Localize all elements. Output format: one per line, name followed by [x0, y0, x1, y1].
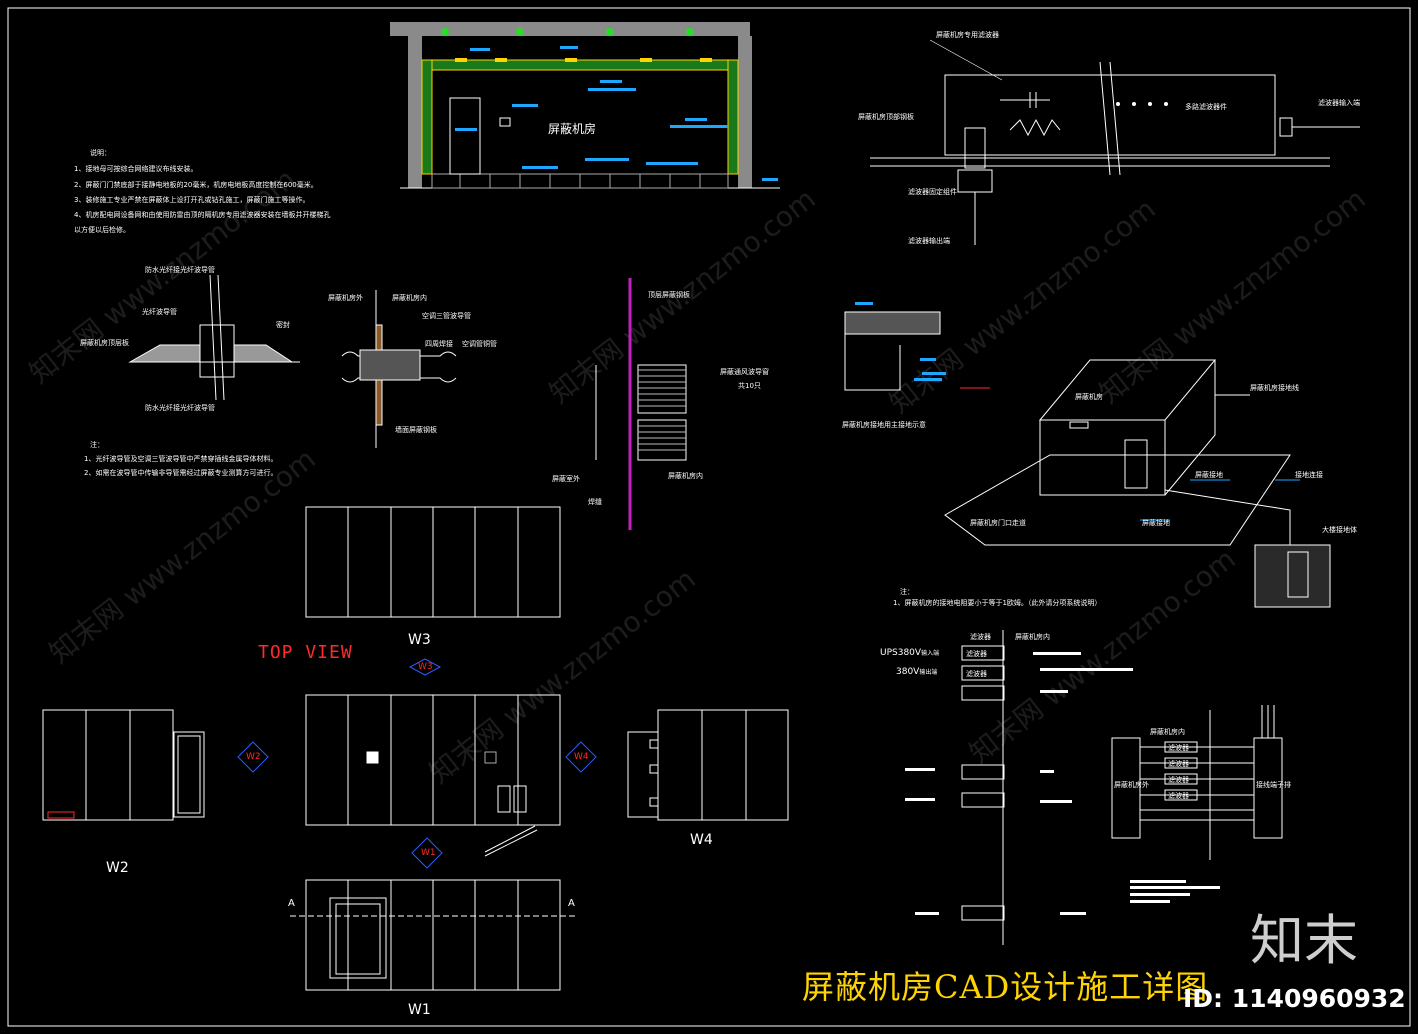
brand-logo: 知末	[1250, 909, 1358, 972]
note-line: 以方便以后检修。	[74, 226, 130, 234]
view-markers	[237, 658, 597, 869]
w2-elevation	[42, 709, 205, 821]
w4-label: W4	[690, 832, 713, 848]
ground-cable-label: 屏蔽接地	[1195, 471, 1223, 479]
ground-small-detail	[844, 302, 990, 391]
wiring-ups-sub: 输入端	[921, 650, 940, 657]
wiring-terminal-label: 接线端子排	[1256, 781, 1291, 789]
notes2-title: 注：	[90, 441, 104, 449]
w1-elevation	[290, 879, 575, 991]
vent-count-label: 共10只	[738, 382, 761, 390]
ground-note: 1、屏蔽机房的接地电阻要小于等于1欧姆。（此外请分项系统说明）	[893, 599, 1102, 607]
room-label: 屏蔽机房	[548, 122, 597, 136]
ground-earth-label: 大楼接地体	[1322, 526, 1357, 534]
room-section-view	[390, 22, 780, 189]
ground-caption: 屏蔽机房接地用主接地示意	[842, 421, 926, 429]
w3-label: W3	[408, 632, 431, 648]
filter-box-label: 屏蔽机房顶部钢板	[858, 113, 914, 121]
ground-note-label: 屏蔽机房接地线	[1250, 384, 1299, 392]
ac-plate-label: 墙面屏蔽钢板	[395, 426, 437, 434]
ac-flange-label: 四周焊接	[425, 340, 453, 348]
w3-elevation	[305, 506, 561, 618]
fiber-waveguide-detail	[128, 274, 300, 401]
drawing-title: 屏蔽机房CAD设计施工详图	[802, 968, 1209, 1006]
wiring-ups-text: UPS380V	[880, 648, 922, 658]
ac-waveguide-detail	[341, 290, 457, 448]
fiber-pipe-label: 光纤波导管	[142, 308, 177, 316]
fiber-top-label: 防水光纤接光纤波导管	[145, 266, 215, 274]
w1-marker-label: W1	[421, 848, 436, 858]
note-line: 2、屏蔽门门禁底部于接静电地板的20毫米，机房电地板高度控制在600毫米。	[74, 181, 318, 189]
w4-marker-label: W4	[574, 752, 589, 762]
w1-label: W1	[408, 1002, 431, 1018]
vent-weld-label: 焊缝	[588, 498, 602, 506]
vent-out-label: 屏蔽室外	[552, 475, 580, 483]
vent-window-detail	[595, 278, 687, 530]
note2-line: 2、如需在波导管中传输非导管需经过屏蔽专业测算方可进行。	[84, 469, 278, 477]
note-line: 4、机房配电网设备网和由使用防雷由顶的隔机房专用滤波器安装在墙板并开楼梯孔	[74, 211, 331, 219]
ground-note-title: 注：	[900, 588, 914, 596]
wiring-right-filter: 滤波器	[1168, 776, 1189, 784]
wiring-filter-1: 滤波器	[966, 650, 987, 658]
note-line: 3、装修施工专业严禁在屏蔽体上设打开孔或钻孔施工，屏蔽门施工等操作。	[74, 196, 310, 204]
w4-elevation	[627, 709, 789, 821]
vent-wall-label: 顶层屏蔽钢板	[648, 291, 690, 299]
note2-line: 1、光纤波导管及空调三管波导管中严禁穿插线金属导体材料。	[84, 455, 278, 463]
note-line: 1、接地母可按综合网络建议布线安装。	[74, 165, 198, 173]
wiring-right-filter: 滤波器	[1168, 744, 1189, 752]
wiring-right-title: 屏蔽机房内	[1150, 728, 1185, 736]
ground-shield-label: 屏蔽接地	[1142, 519, 1170, 527]
ground-room-label: 屏蔽机房门口走道	[970, 519, 1026, 527]
fiber-seal-label: 密封	[276, 321, 290, 329]
filter-detail	[870, 39, 1360, 245]
ac-in-label: 屏蔽机房内	[392, 294, 427, 302]
notes-title: 说明：	[90, 149, 111, 157]
filter-device-label: 多路滤波器件	[1185, 103, 1227, 111]
section-mark-a-right: A	[568, 898, 575, 909]
ground-box-label: 屏蔽机房	[1075, 393, 1103, 401]
wiring-diagram	[905, 630, 1283, 945]
wiring-380-sub: 输出端	[919, 669, 938, 676]
wiring-ups-label: UPS380V输入端	[880, 648, 939, 658]
filter-fix-label: 滤波器固定组件	[908, 188, 957, 196]
wiring-col1-label: 滤波器	[970, 633, 991, 641]
w2-marker-label: W2	[246, 752, 261, 762]
vent-window-label: 屏蔽通风波导窗	[720, 368, 769, 376]
w2-label: W2	[106, 860, 129, 876]
fiber-bottom-label: 防水光纤接光纤波导管	[145, 404, 215, 412]
top-view-label: TOP VIEW	[258, 642, 353, 663]
ground-conn-label: 接地连接	[1295, 471, 1323, 479]
vent-in-label: 屏蔽机房内	[668, 472, 703, 480]
wiring-col2-label: 屏蔽机房内	[1015, 633, 1050, 641]
wiring-380-text: 380V	[896, 667, 920, 677]
wiring-right-filter: 滤波器	[1168, 760, 1189, 768]
wiring-380-label: 380V输出端	[896, 667, 937, 677]
wiring-filter-2: 滤波器	[966, 670, 987, 678]
wiring-right-box: 屏蔽机房外	[1114, 781, 1149, 789]
w3-marker-label: W3	[418, 662, 433, 672]
section-mark-a-left: A	[288, 898, 295, 909]
sheet-border	[7, 7, 1411, 1027]
filter-input-label: 滤波器输入端	[1318, 99, 1360, 107]
filter-output-label: 滤波器输出端	[908, 237, 950, 245]
ground-3d-diagram	[944, 359, 1331, 608]
fiber-wall-label: 屏蔽机房顶层板	[80, 339, 129, 347]
filter-title-label: 屏蔽机房专用滤波器	[936, 31, 999, 39]
wiring-right-filter: 滤波器	[1168, 792, 1189, 800]
ac-cu-label: 空调管铜管	[462, 340, 497, 348]
ac-out-label: 屏蔽机房外	[328, 294, 363, 302]
drawing-id: ID: 1140960932	[1183, 984, 1406, 1013]
top-view	[305, 694, 561, 857]
ac-pipe-label: 空调三管波导管	[422, 312, 471, 320]
